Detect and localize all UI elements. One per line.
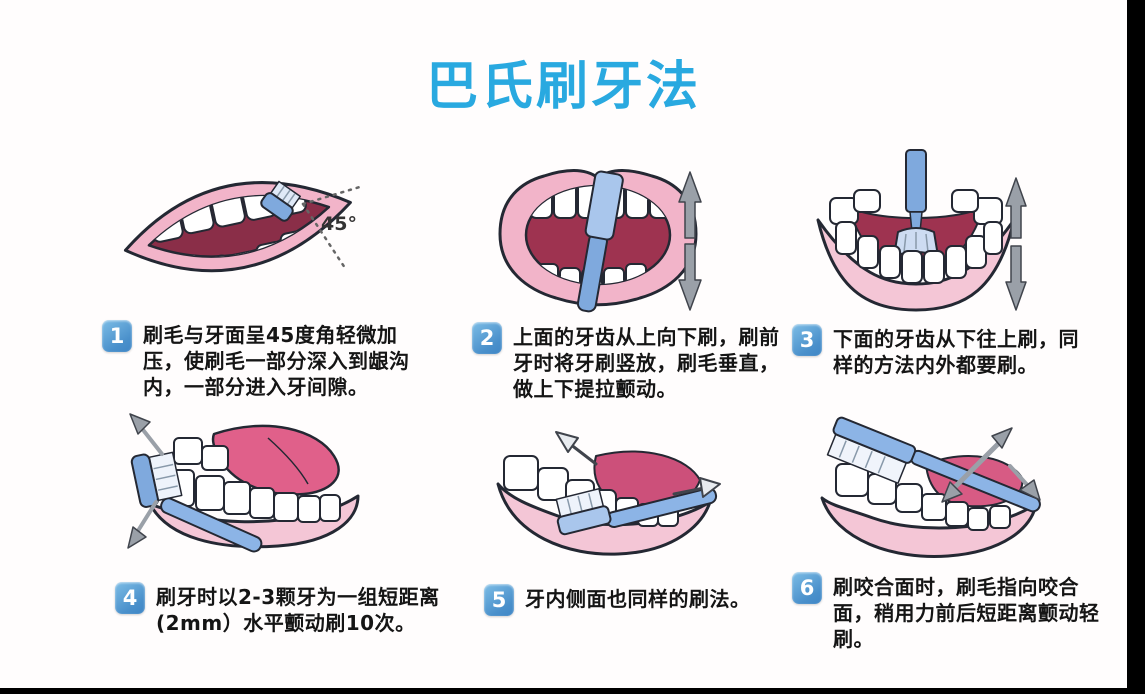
arrow-up-left-icon: [129, 413, 164, 456]
page-title: 巴氏刷牙法: [425, 57, 701, 117]
step-5-caption: 5 牙内侧面也同样的刷法。: [484, 584, 784, 616]
arrow-down-left-icon: [127, 500, 158, 549]
step-3-text: 下面的牙齿从下往上刷，同样的方法内外都要刷。: [833, 327, 1079, 377]
toothbrush-icon: [260, 180, 302, 222]
step-1-illustration: 45°: [115, 142, 375, 317]
step-4-text: 刷牙时以2-3颗牙为一组短距离(2mm）水平颤动刷10次。: [156, 585, 440, 635]
step-2-text: 上面的牙齿从上向下刷，刷前牙时将牙刷竖放，刷毛垂直，做上下提拉颤动。: [513, 325, 780, 401]
step-3-caption: 3 下面的牙齿从下往上刷，同样的方法内外都要刷。: [792, 324, 1092, 378]
step-5-number-badge: 5: [484, 584, 514, 616]
arrow-down-icon: [678, 243, 702, 311]
mouth-side-45deg-illustration: 45°: [123, 180, 365, 273]
toothbrush-icon: [130, 451, 263, 553]
mouth-front-vertical-brush-illustration: [498, 169, 702, 313]
step-3-illustration: [806, 148, 1032, 318]
arrow-up-icon: [1005, 177, 1027, 239]
step-4-number-badge: 4: [115, 582, 145, 614]
teeth-illustration: [835, 463, 1011, 531]
teeth-illustration: [829, 189, 1003, 284]
step-4-illustration: [118, 400, 370, 564]
inner-teeth-brush-illustration: [496, 431, 721, 556]
arrow-down-right-icon: [1008, 464, 1041, 501]
step-2-number-badge: 2: [472, 322, 502, 354]
right-black-edge: [1127, 0, 1145, 694]
step-3-number-badge: 3: [792, 324, 822, 356]
angle-guide-lines: 45°: [301, 184, 365, 270]
arrow-up-left-icon: [555, 431, 598, 466]
arrow-right-icon: [672, 477, 721, 498]
step-2-illustration: [488, 146, 712, 316]
step-5-illustration: [478, 418, 730, 568]
step-6-text: 刷咬合面时，刷毛指向咬合面，稍用力前后短距离颤动轻刷。: [833, 575, 1100, 651]
step-1-number-badge: 1: [102, 320, 132, 352]
arrow-double-diagonal-icon: [941, 427, 1013, 503]
occlusal-brush-illustration: [820, 416, 1041, 558]
step-5-text: 牙内侧面也同样的刷法。: [525, 587, 751, 611]
toothbrush-icon: [826, 416, 1041, 513]
toothbrush-icon: [555, 487, 718, 536]
step-6-caption: 6 刷咬合面时，刷毛指向咬合面，稍用力前后短距离颤动轻刷。: [792, 572, 1102, 652]
step-6-number-badge: 6: [792, 572, 822, 604]
angle-label: 45°: [321, 213, 357, 235]
arrow-down-icon: [1005, 245, 1027, 311]
bottom-black-edge: [0, 688, 1145, 694]
step-6-illustration: [798, 406, 1050, 568]
step-4-caption: 4 刷牙时以2-3颗牙为一组短距离(2mm）水平颤动刷10次。: [115, 582, 445, 636]
step-1-text: 刷毛与牙面呈45度角轻微加压，使刷毛一部分深入到龈沟内，一部分进入牙间隙。: [143, 323, 410, 399]
lower-teeth-vertical-brush-illustration: [816, 149, 1027, 312]
toothbrush-icon: [893, 149, 939, 257]
step-2-caption: 2 上面的牙齿从上向下刷，刷前牙时将牙刷竖放，刷毛垂直，做上下提拉颤动。: [472, 322, 784, 402]
arrow-up-icon: [678, 171, 702, 239]
step-1-caption: 1 刷毛与牙面呈45度角轻微加压，使刷毛一部分深入到龈沟内，一部分进入牙间隙。: [102, 320, 437, 400]
side-teeth-horizontal-brush-illustration: [127, 413, 360, 553]
toothbrush-icon: [576, 170, 624, 313]
